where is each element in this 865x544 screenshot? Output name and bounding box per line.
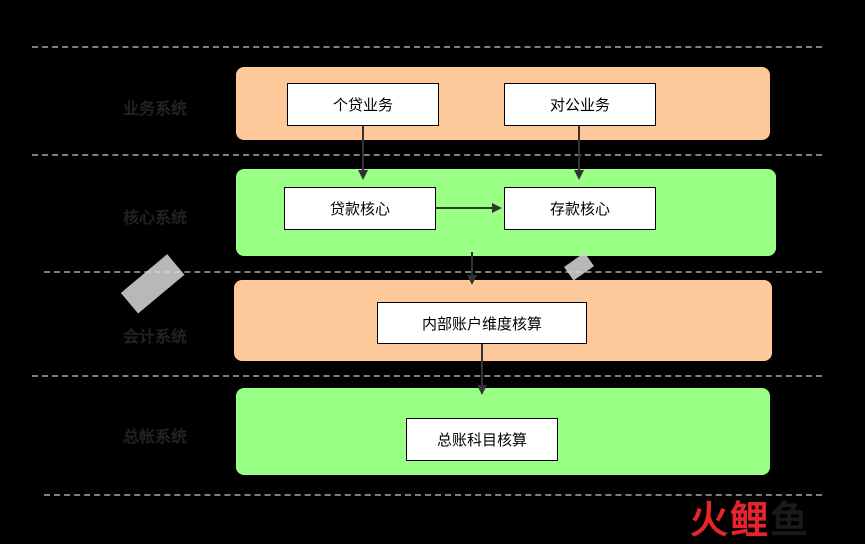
separator-line [32,375,822,377]
box-corporate-business: 对公业务 [504,83,656,126]
separator-line [44,271,822,273]
layer-label-ledger: 总帐系统 [122,427,187,446]
box-loan-core: 贷款核心 [284,187,436,230]
box-general-ledger-accounting: 总账科目核算 [406,418,558,461]
box-personal-loan-business: 个贷业务 [287,83,439,126]
separator-line [32,154,822,156]
separator-line [44,494,822,496]
layer-label-core: 核心系统 [122,208,187,227]
box-internal-account-accounting: 内部账户维度核算 [377,302,587,344]
separator-line [32,46,822,48]
layer-label-accounting: 会计系统 [122,327,187,346]
watermark-left: ▇▇▇ [119,252,185,314]
layer-label-business: 业务系统 [122,99,187,118]
brand-logo: 火鲤鱼 [690,497,809,542]
box-deposit-core: 存款核心 [504,187,656,230]
